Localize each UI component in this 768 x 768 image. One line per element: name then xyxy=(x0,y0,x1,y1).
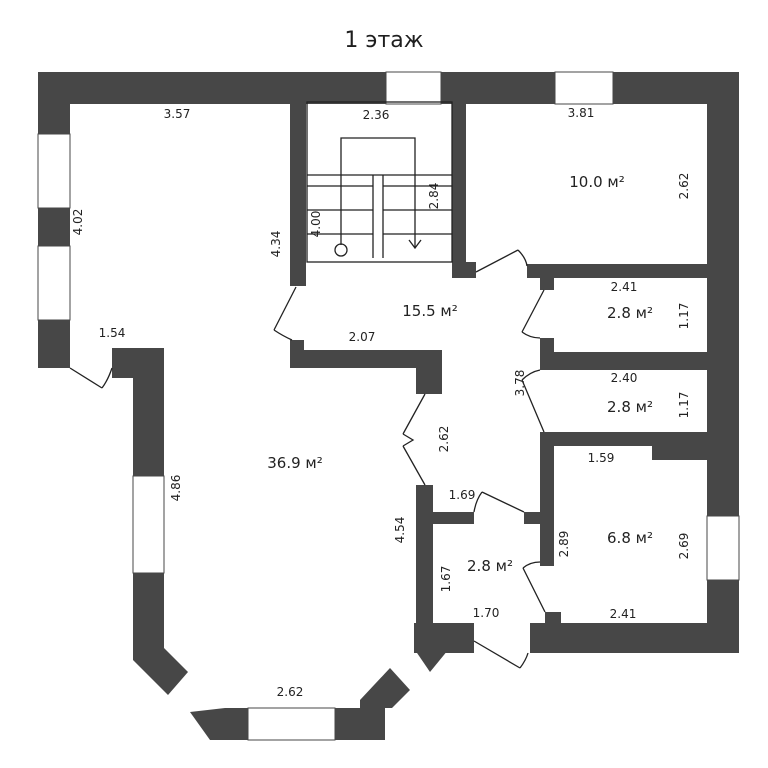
dim-hall-right: 3.78 xyxy=(513,370,527,397)
room-area-hall: 15.5 м² xyxy=(402,302,458,320)
dim-bedroom-top: 3.81 xyxy=(568,106,595,120)
dim-living-left: 4.02 xyxy=(71,209,85,236)
room-area-storage-1: 2.8 м² xyxy=(607,304,653,322)
dim-storage2-right: 1.17 xyxy=(677,392,691,419)
dim-hall-wall: 2.07 xyxy=(349,330,376,344)
dim-se-left: 2.89 xyxy=(557,531,571,558)
dim-hall-door: 2.62 xyxy=(437,426,451,453)
walls xyxy=(38,72,739,740)
dim-bedroom-right: 2.62 xyxy=(677,173,691,200)
room-area-storage-2: 2.8 м² xyxy=(607,398,653,416)
dim-storage2-top: 2.40 xyxy=(611,371,638,385)
room-area-bedroom: 10.0 м² xyxy=(569,173,625,191)
staircase xyxy=(306,101,453,263)
room-area-living: 36.9 м² xyxy=(267,454,323,472)
floor-title: 1 этаж xyxy=(344,28,424,53)
dim-bath-top: 1.69 xyxy=(449,488,476,502)
dim-living-notch: 1.54 xyxy=(99,326,126,340)
dim-se-bottom: 2.41 xyxy=(610,607,637,621)
windows xyxy=(37,71,740,741)
dim-stair-inner: 4.00 xyxy=(309,211,323,238)
dim-stair-top: 2.36 xyxy=(363,108,390,122)
dim-stair-right: 2.84 xyxy=(427,183,441,210)
dim-stair-left: 4.34 xyxy=(269,231,283,258)
dim-bath-left: 1.67 xyxy=(439,566,453,593)
dim-storage1-right: 1.17 xyxy=(677,303,691,330)
dim-living-bottom: 2.62 xyxy=(277,685,304,699)
dim-se-top: 1.59 xyxy=(588,451,615,465)
dim-living-top: 3.57 xyxy=(164,107,191,121)
doors xyxy=(69,249,546,669)
dim-living-left-lower: 4.86 xyxy=(169,475,183,502)
dim-se-right: 2.69 xyxy=(677,533,691,560)
dim-bath-bottom: 1.70 xyxy=(473,606,500,620)
dim-living-right-lower: 4.54 xyxy=(393,517,407,544)
room-area-se: 6.8 м² xyxy=(607,529,653,547)
dim-storage1-top: 2.41 xyxy=(611,280,638,294)
room-area-bathroom: 2.8 м² xyxy=(467,557,513,575)
